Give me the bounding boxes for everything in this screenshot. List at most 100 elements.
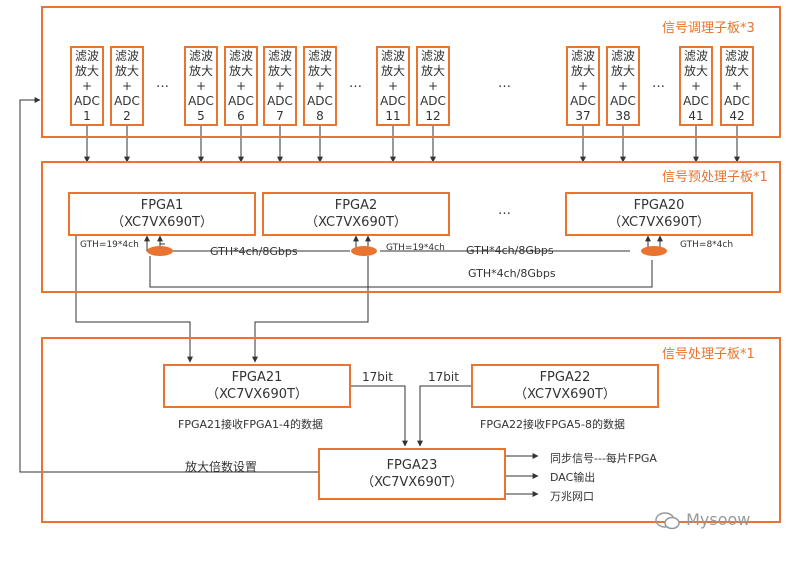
adc-card-plus: + [427, 78, 439, 93]
adc-card-plus: + [274, 78, 286, 93]
adc-card-line3: ADC [267, 93, 293, 108]
fpga-model: （XC7VX690T） [361, 475, 463, 490]
ellipsis-1: … [156, 76, 169, 91]
fpga-name: FPGA2 [334, 198, 378, 213]
adc-card-line2: 放大 [570, 63, 595, 78]
adc-card-plus: + [81, 78, 93, 93]
proc-board-title: 信号处理子板*1 [662, 347, 755, 362]
adc-card-line2: 放大 [724, 63, 749, 78]
gth-label-fpga1: GTH=19*4ch [80, 240, 139, 250]
ellipsis-2: … [349, 76, 362, 91]
adc-card-line1: 滤波 [683, 48, 708, 63]
fpga-name: FPGA22 [539, 370, 591, 385]
output-ethernet-label: 万兆网口 [550, 490, 594, 503]
adc-card-line1: 滤波 [188, 48, 213, 63]
fpga-model: （XC7VX690T） [305, 215, 407, 230]
adc-card-num: 8 [316, 108, 324, 123]
adc-card-line1: 滤波 [74, 48, 99, 63]
ellipsis-fpga: … [498, 203, 511, 218]
fpga-name: FPGA1 [140, 198, 184, 213]
adc-board-title: 信号调理子板*3 [662, 21, 755, 36]
gth-label-fpga2: GTH=19*4ch [386, 243, 445, 253]
adc-card-plus: + [690, 78, 702, 93]
fpga23-box: FPGA23 （XC7VX690T） [318, 448, 506, 500]
adc-card-num: 37 [575, 108, 591, 123]
link-label-c: GTH*4ch/8Gbps [468, 267, 556, 280]
fpga-model: （XC7VX690T） [206, 387, 308, 402]
watermark-text: Mysoow [686, 510, 751, 529]
fpga1-box: FPGA1 （XC7VX690T） [68, 192, 256, 236]
adc-card-line3: ADC [114, 93, 140, 108]
proc-board-panel [41, 337, 781, 523]
adc-card-plus: + [617, 78, 629, 93]
ellipsis-3: … [498, 76, 511, 91]
fpga21-box: FPGA21 （XC7VX690T） [163, 364, 351, 408]
adc-card-line2: 放大 [380, 63, 405, 78]
adc-board-panel [41, 6, 781, 138]
adc-card-plus: + [314, 78, 326, 93]
adc-card-line2: 放大 [74, 63, 99, 78]
gth-label-fpga20: GTH=8*4ch [680, 240, 734, 250]
adc-card-line3: ADC [420, 93, 446, 108]
adc-card-line2: 放大 [610, 63, 635, 78]
link-label-b: GTH*4ch/8Gbps [466, 244, 554, 257]
fpga22-box: FPGA22 （XC7VX690T） [471, 364, 659, 408]
fpga20-box: FPGA20 （XC7VX690T） [565, 192, 753, 236]
adc-card-line2: 放大 [267, 63, 292, 78]
adc-card-line1: 滤波 [380, 48, 405, 63]
adc-card-line3: ADC [228, 93, 254, 108]
adc-card-num: 5 [197, 108, 205, 123]
adc-card-line1: 滤波 [724, 48, 749, 63]
gth-node-fpga2 [351, 246, 377, 256]
adc-card-line3: ADC [610, 93, 636, 108]
adc-card-line3: ADC [724, 93, 750, 108]
adc-card-plus: + [121, 78, 133, 93]
adc-card-line3: ADC [570, 93, 596, 108]
adc-card-line2: 放大 [307, 63, 332, 78]
adc-card-num: 2 [123, 108, 131, 123]
fpga-name: FPGA20 [633, 198, 685, 213]
output-sync-label: 同步信号---每片FPGA [550, 452, 657, 465]
wechat-icon [655, 510, 686, 529]
adc-card-line2: 放大 [420, 63, 445, 78]
adc-card-num: 41 [688, 108, 704, 123]
bus-label-right: 17bit [428, 370, 459, 384]
watermark: Mysoow [655, 510, 750, 531]
pre-board-title: 信号预处理子板*1 [662, 170, 768, 185]
fpga2-box: FPGA2 （XC7VX690T） [262, 192, 450, 236]
adc-card-line3: ADC [188, 93, 214, 108]
adc-card-plus: + [577, 78, 589, 93]
adc-card-line3: ADC [307, 93, 333, 108]
adc-card-num: 42 [729, 108, 745, 123]
adc-card-line1: 滤波 [420, 48, 445, 63]
ellipsis-4: … [652, 76, 665, 91]
adc-card-line1: 滤波 [267, 48, 292, 63]
adc-card-plus: + [731, 78, 743, 93]
adc-card-line2: 放大 [228, 63, 253, 78]
gain-setting-label: 放大倍数设置 [185, 460, 258, 474]
adc-card-line2: 放大 [188, 63, 213, 78]
adc-card-line3: ADC [683, 93, 709, 108]
gth-node-fpga20 [641, 246, 667, 256]
adc-card-plus: + [235, 78, 247, 93]
adc-card-line3: ADC [380, 93, 406, 108]
gth-node-fpga1 [147, 246, 173, 256]
fpga-model: （XC7VX690T） [111, 215, 213, 230]
adc-card-line1: 滤波 [570, 48, 595, 63]
link-label-a: GTH*4ch/8Gbps [210, 245, 298, 258]
pre-board-panel [41, 161, 781, 293]
fpga21-note: FPGA21接收FPGA1-4的数据 [178, 418, 323, 431]
